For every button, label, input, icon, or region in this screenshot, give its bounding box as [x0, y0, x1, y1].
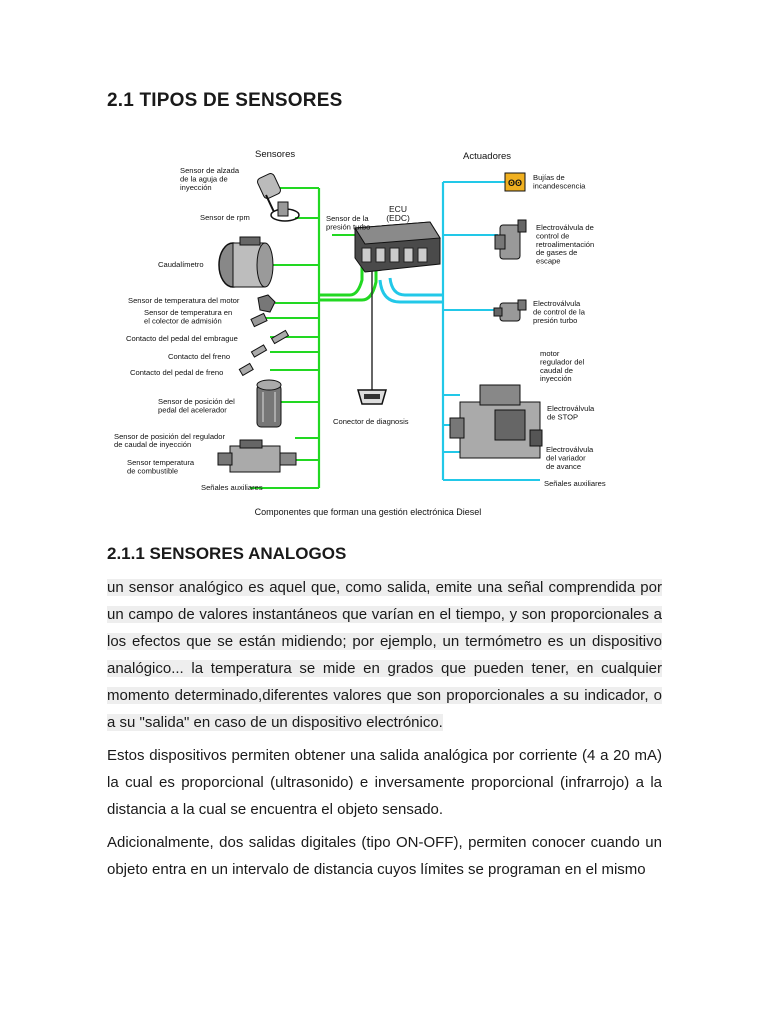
injection-pump-actuator-icon [450, 385, 542, 458]
sensor-label: Contacto del pedal de freno [130, 368, 223, 377]
actuators-title: Actuadores [463, 151, 511, 162]
accelerator-position-sensor-icon [257, 380, 281, 427]
clutch-contact-icon [272, 330, 289, 343]
airflow-meter-icon [219, 237, 273, 287]
sensor-label: Caudalímetro [158, 260, 204, 269]
sensor-label: Señales auxiliares [201, 483, 263, 492]
paragraph-line: momento determinado,diferentes valores q… [107, 687, 662, 704]
diagnosis-label: Conector de diagnosis [333, 417, 409, 426]
diagnosis-connector [358, 390, 386, 404]
sensor-label: Contacto del pedal del embrague [126, 334, 238, 343]
brake-pedal-contact-icon [239, 363, 253, 375]
sensor-label: Contacto del freno [168, 352, 230, 361]
paragraph-line: un campo de valores instantáneos que var… [107, 606, 662, 623]
injection-pump-sensor-icon [218, 440, 296, 472]
engine-temp-sensor-icon [258, 295, 275, 312]
rpm-sensor-icon [271, 202, 299, 221]
sensor-label: Sensor de temperatura del motor [128, 296, 240, 305]
paragraph-line: analógico... la temperatura se mide en g… [107, 660, 662, 677]
intake-temp-sensor-icon [251, 313, 267, 326]
actuator-label: Señales auxiliares [544, 479, 606, 488]
paragraph-analog-definition: un sensor analógico es aquel que, como s… [107, 574, 662, 736]
paragraph-line: los efectos que se están midiendo; por e… [107, 633, 662, 650]
svg-text:ʘʘ: ʘʘ [508, 178, 522, 188]
sensor-to-ecu-line [319, 262, 362, 295]
section-heading: 2.1 TIPOS DE SENSORES [107, 90, 342, 112]
turbo-pressure-valve-icon [494, 300, 526, 321]
ecu-label: ECU(EDC) [386, 204, 410, 223]
subsection-heading: 2.1.1 SENSORES ANALOGOS [107, 544, 346, 564]
glow-plug-icon: ʘʘ [505, 173, 525, 191]
sensors-title: Sensores [255, 149, 295, 160]
egr-valve-icon [495, 220, 526, 259]
brake-contact-icon [251, 345, 266, 357]
paragraph-analog-output: Estos dispositivos permiten obtener una … [107, 742, 662, 823]
paragraph-line: a su "salida" en caso de un dispositivo … [107, 714, 443, 731]
paragraph-line: un sensor analógico es aquel que, como s… [107, 579, 662, 596]
paragraph-digital-outputs: Adicionalmente, dos salidas digitales (t… [107, 829, 662, 883]
sensor-label: Sensor de rpm [200, 213, 250, 222]
diagram-caption: Componentes que forman una gestión elect… [255, 507, 482, 517]
ecu-to-actuator-line [390, 278, 443, 295]
